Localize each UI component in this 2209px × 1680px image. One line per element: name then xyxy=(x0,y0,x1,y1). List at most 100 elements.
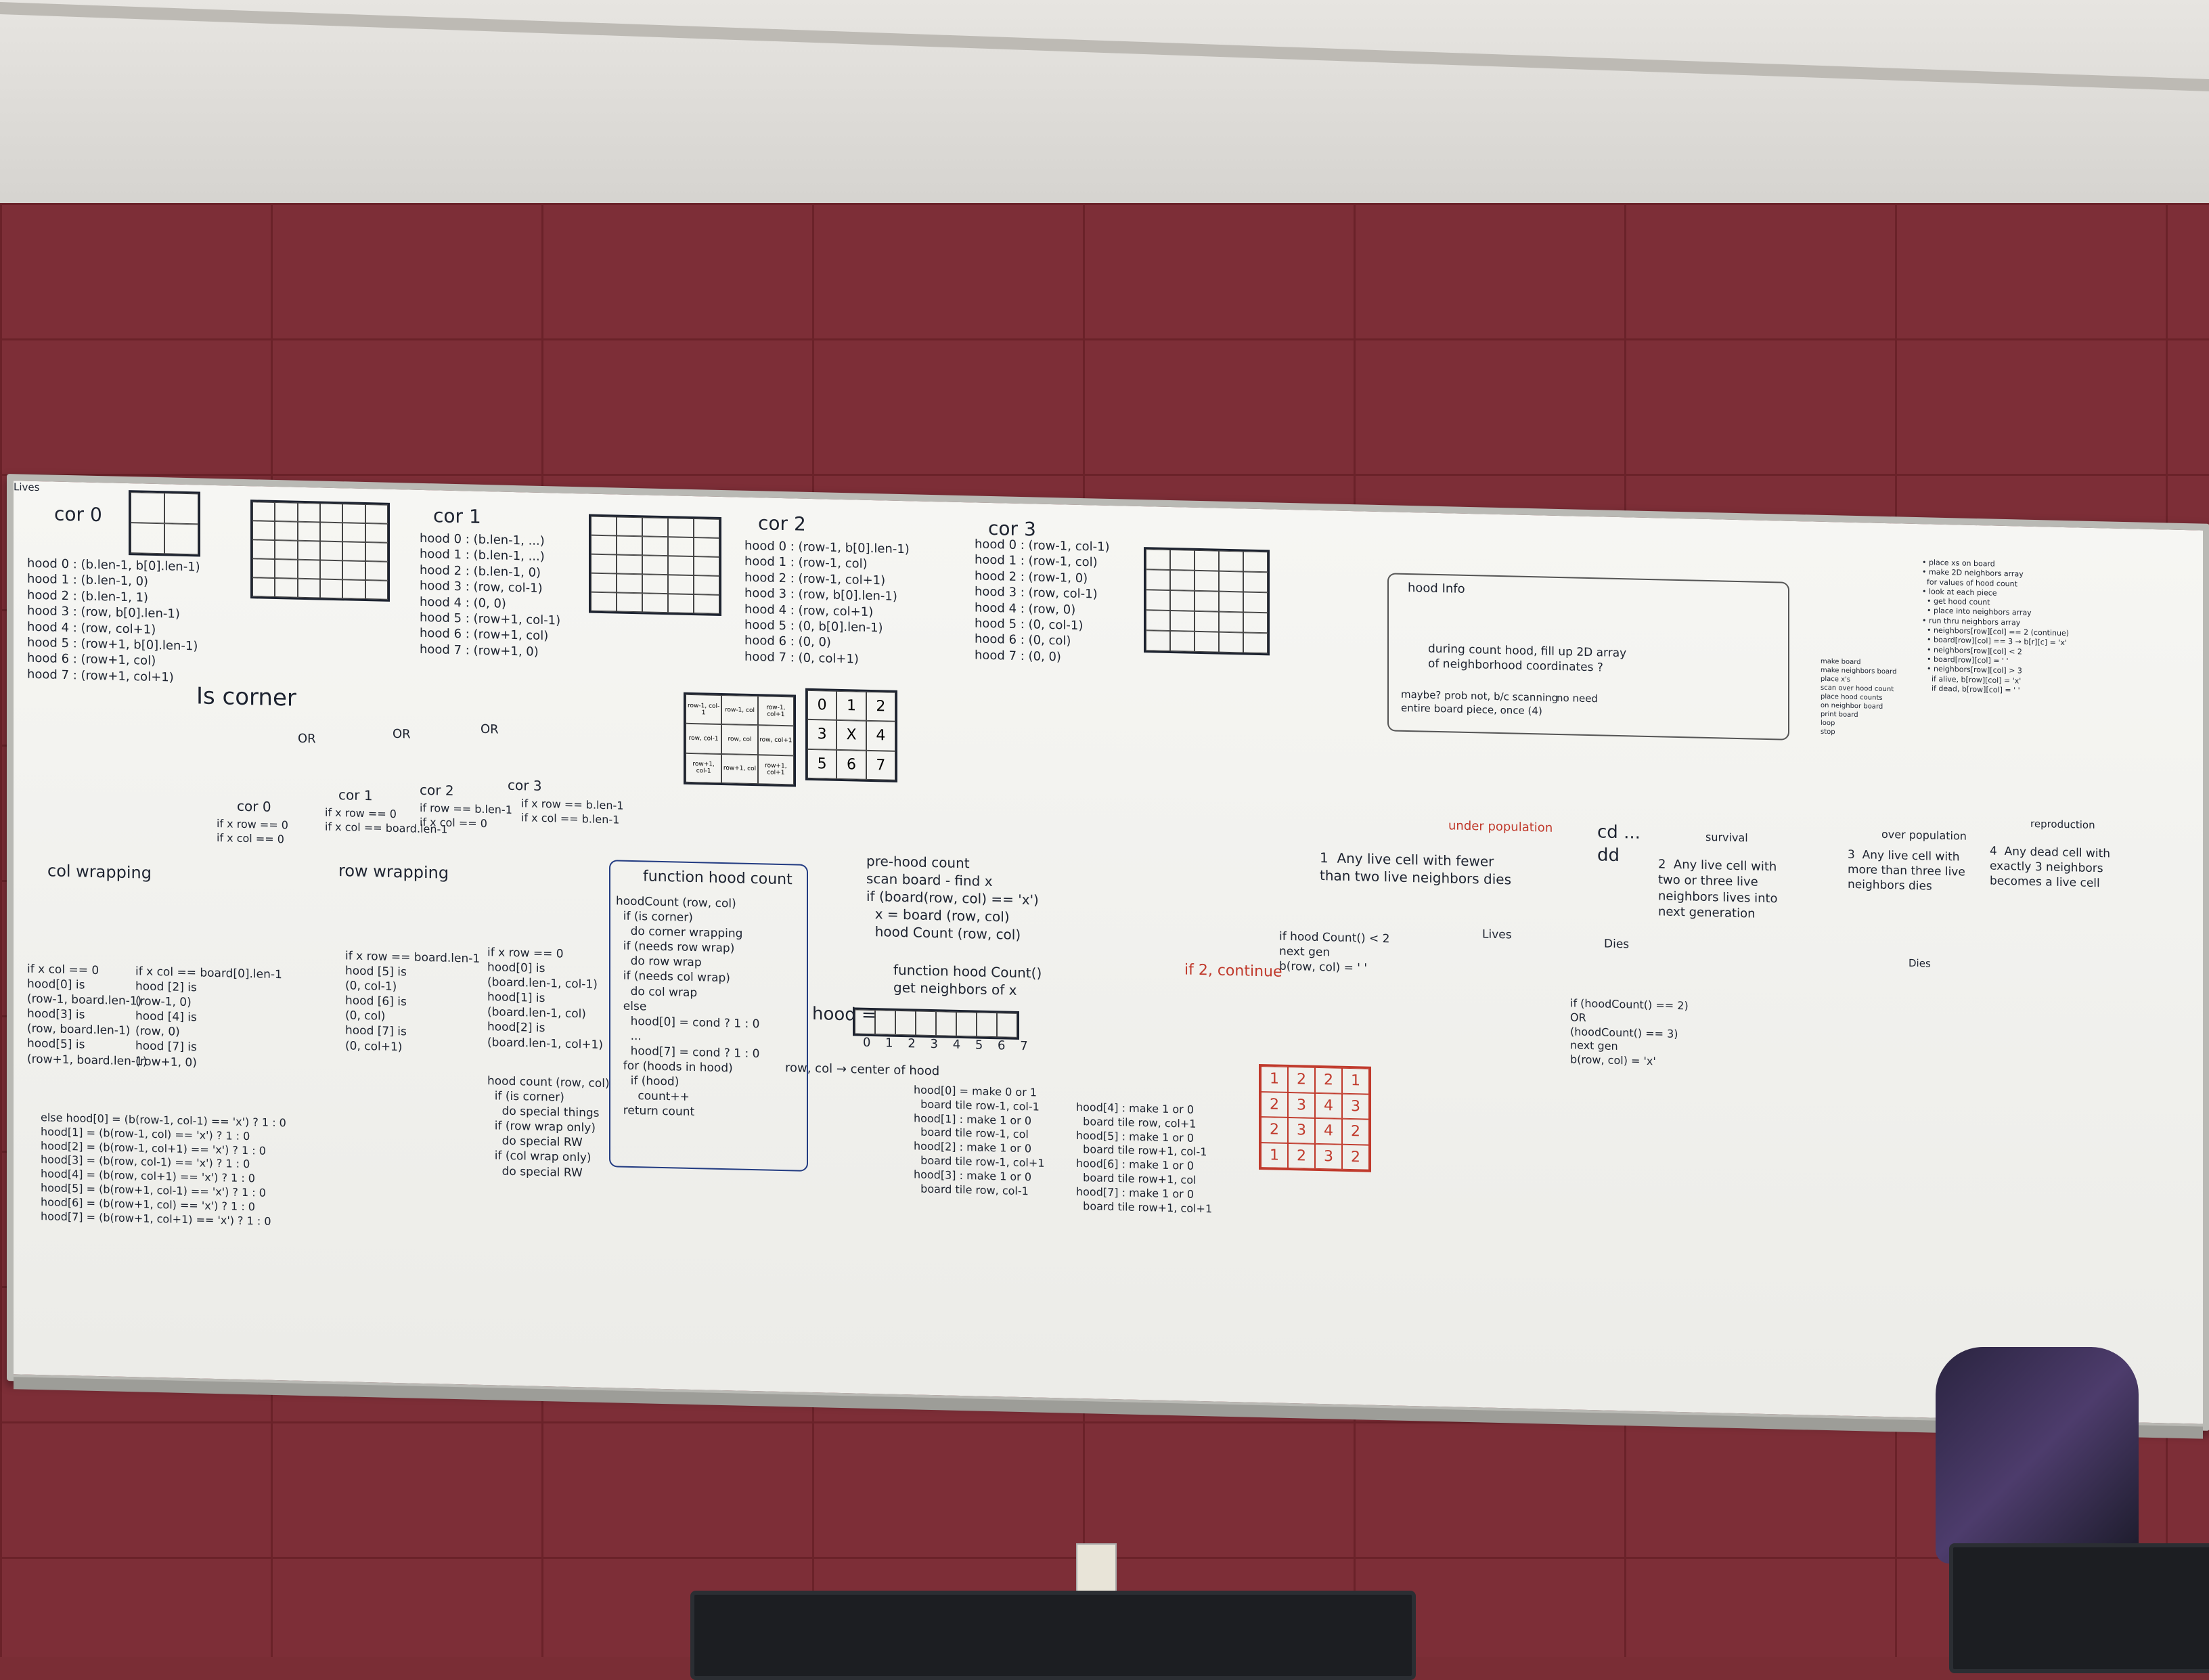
corner0-label: cor 0 xyxy=(54,502,102,527)
row-wrapping-right: if x row == 0 hood[0] is (board.len-1, c… xyxy=(487,946,604,1052)
count-cell: 2 xyxy=(1261,1091,1288,1118)
row-wrapping-title: row wrapping xyxy=(338,861,449,883)
corner2-label: cor 2 xyxy=(758,512,806,535)
neighbor-cell: 3 xyxy=(807,720,837,750)
count-cell: 3 xyxy=(1342,1093,1369,1120)
ceiling-rail xyxy=(0,2,2209,91)
corner1-label: cor 1 xyxy=(433,504,481,528)
count-cell: 2 xyxy=(1261,1117,1288,1143)
count-cell: 3 xyxy=(1315,1143,1342,1170)
neighbor-coord-cell: row-1, col-1 xyxy=(686,694,722,725)
corner0-lines: hood 0 : (b.len-1, b[0].len-1) hood 1 : … xyxy=(27,556,200,685)
count-cell: 4 xyxy=(1315,1118,1342,1145)
or-label-1: OR xyxy=(298,731,316,747)
neighbor-cell: 0 xyxy=(807,690,837,721)
neighbor-cell: X xyxy=(836,720,866,751)
count-cell: 4 xyxy=(1315,1092,1342,1119)
count-cell: 1 xyxy=(1342,1067,1369,1095)
count-cell: 3 xyxy=(1288,1092,1315,1118)
count-cell: 2 xyxy=(1342,1118,1369,1145)
rule2-title: survival xyxy=(1705,830,1748,845)
neighbor-cell: 6 xyxy=(836,749,866,780)
rule3-text: 3 Any live cell with more than three liv… xyxy=(1848,847,1965,893)
hood-info-no-need: no need xyxy=(1557,691,1598,705)
monitor-right xyxy=(1949,1543,2209,1673)
pre-hoodcount: pre-hood count scan board - find x if (b… xyxy=(866,852,1039,943)
or-label-2: OR xyxy=(393,726,411,742)
is-corner-cor3-cond: if x row == b.len-1 if x col == b.len-1 xyxy=(521,797,624,826)
neighbor-coord-cell: row+1, col xyxy=(721,753,758,784)
col-wrapping-right: if x col == board[0].len-1 hood [2] is (… xyxy=(135,965,282,1069)
is-corner-cor3: cor 3 xyxy=(508,776,542,794)
hood-info-note2: maybe? prob not, b/c scanning entire boa… xyxy=(1401,688,1559,717)
count-cell: 1 xyxy=(1261,1066,1288,1092)
neighbor-cell: 4 xyxy=(866,721,895,751)
function-hoodcount-title: function hood count xyxy=(643,868,793,889)
rule2-code: if (hoodCount() == 2) OR (hoodCount() ==… xyxy=(1570,996,1689,1068)
count-cell: 1 xyxy=(1261,1142,1288,1168)
rule4-title: reproduction xyxy=(2030,817,2095,832)
else-block: else hood[0] = (b(row-1, col-1) == 'x') … xyxy=(41,1111,286,1228)
corner0-grid xyxy=(129,490,200,557)
rule1-title: under population xyxy=(1448,818,1553,835)
is-corner-cor0-cond: if x row == 0 if x col == 0 xyxy=(217,817,288,846)
is-corner-cor2: cor 2 xyxy=(420,781,454,799)
todo-list: • place xs on board • make 2D neighbors … xyxy=(1922,558,2070,695)
hood-center-note: row, col → center of hood xyxy=(785,1061,940,1079)
board-diagram-1 xyxy=(250,500,390,602)
neighbor-coord-cell: row, col-1 xyxy=(686,724,722,754)
neighbor-coord-cell: row-1, col+1 xyxy=(757,696,794,726)
neighbor-coord-cell: row, col xyxy=(721,724,758,755)
col-wrapping-left: if x col == 0 hood[0] is (row-1, board.l… xyxy=(27,962,148,1069)
backpack xyxy=(1936,1347,2139,1564)
dies-label-1: Dies xyxy=(1604,937,1630,952)
neighbor-coord-cell: row-1, col xyxy=(721,694,758,726)
function-hoodcount-body: hoodCount (row, col) if (is corner) do c… xyxy=(616,894,760,1120)
lives-label-2: Lives xyxy=(14,481,40,494)
dies-label-2: Dies xyxy=(1909,956,1931,970)
corner1-lines: hood 0 : (b.len-1, ...) hood 1 : (b.len-… xyxy=(420,531,561,659)
rule1-red-note: if 2, continue xyxy=(1184,961,1282,981)
neighbor-cell: 1 xyxy=(836,690,866,722)
count-cell: 3 xyxy=(1288,1117,1315,1144)
ceiling xyxy=(0,0,2209,223)
count-cell: 2 xyxy=(1342,1144,1369,1170)
is-corner-cor1: cor 1 xyxy=(338,787,373,804)
rule1-text: 1 Any live cell with fewer than two live… xyxy=(1320,849,1512,888)
corner3-lines: hood 0 : (row-1, col-1) hood 1 : (row-1,… xyxy=(975,537,1110,665)
board-diagram-2 xyxy=(589,514,721,616)
side-note: make board make neighbors board place x'… xyxy=(1821,657,1897,736)
monitor-left xyxy=(690,1591,1416,1680)
function-hoodcount2: function hood Count() get neighbors of x xyxy=(893,961,1042,998)
is-corner-cor0: cor 0 xyxy=(237,797,271,815)
hood-info-note: during count hood, fill up 2D array of n… xyxy=(1428,642,1627,675)
hoodcount-call: hood count (row, col) if (is corner) do … xyxy=(487,1074,610,1180)
board-diagram-3 xyxy=(1144,547,1270,656)
count-cell: 2 xyxy=(1288,1066,1315,1093)
corner2-lines: hood 0 : (row-1, b[0].len-1) hood 1 : (r… xyxy=(744,538,910,667)
col-wrapping-title: col wrapping xyxy=(47,861,152,883)
neighbor-coord-cell: row, col+1 xyxy=(757,725,794,756)
neighbor-coord-cell: row+1, col+1 xyxy=(757,754,794,785)
rule1-code: if hood Count() < 2 next gen b(row, col)… xyxy=(1279,929,1390,975)
whiteboard: cor 0 hood 0 : (b.len-1, b[0].len-1) hoo… xyxy=(7,474,2209,1439)
count-cell: 2 xyxy=(1288,1143,1315,1169)
rule-cd: cd ... dd xyxy=(1597,822,1641,866)
rule3-title: over population xyxy=(1881,827,1967,843)
hood-rules-2: hood[4] : make 1 or 0 board tile row, co… xyxy=(1076,1100,1213,1215)
neighbor-cell: 2 xyxy=(866,691,895,722)
is-corner-title: Is corner xyxy=(196,682,296,712)
is-corner-cor2-cond: if row == b.len-1 if x col == 0 xyxy=(420,801,512,830)
or-label-3: OR xyxy=(481,722,499,737)
count-cell: 2 xyxy=(1315,1067,1342,1094)
hood-info-title: hood Info xyxy=(1408,580,1465,596)
lives-label-1: Lives xyxy=(1482,927,1512,942)
hood-array-indices: 0 1 2 3 4 5 6 7 xyxy=(863,1035,1033,1054)
hood-rules-1: hood[0] = make 0 or 1 board tile row-1, … xyxy=(914,1083,1045,1197)
neighbor-cell: 5 xyxy=(807,749,837,779)
neighbor-coord-cell: row+1, col-1 xyxy=(686,753,722,783)
neighbor-cell: 7 xyxy=(866,750,895,780)
